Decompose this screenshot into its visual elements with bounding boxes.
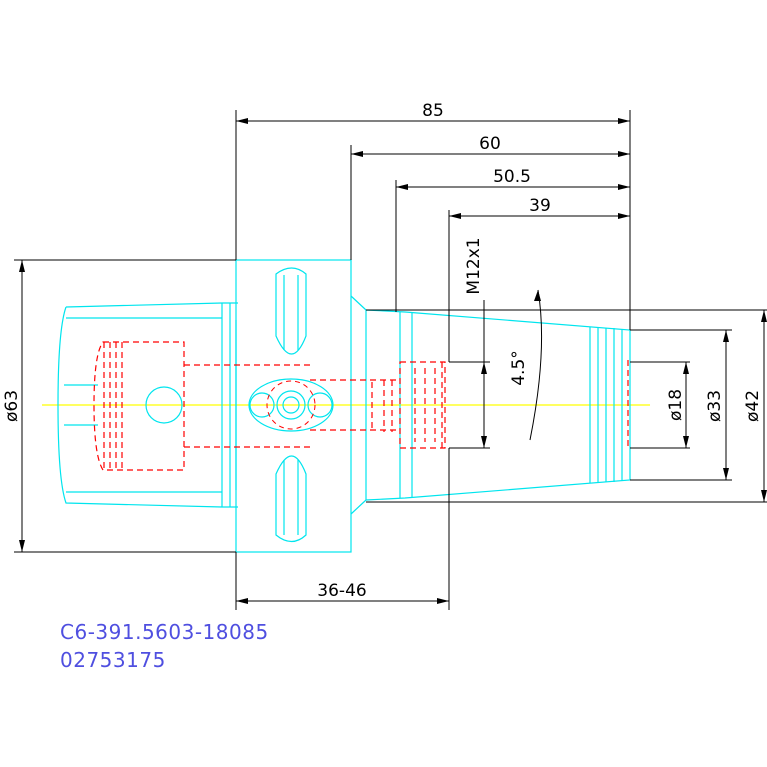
flange [235,259,352,553]
drive-slot-top [275,267,307,355]
arrowheads [19,118,767,604]
dim-dia-33-label: ø33 [705,390,725,422]
dim-dia-42-label: ø42 [743,390,763,422]
part-outline [57,259,631,553]
dim-dia-18-label: ø18 [666,389,686,421]
dimension-lines [14,110,767,610]
drive-slot-bottom [275,455,307,543]
thread-cavity [399,361,446,449]
dim-thread-label: M12x1 [464,237,484,294]
collet-recess [93,341,185,471]
hidden-lines [93,341,629,471]
dim-39-label: 39 [529,196,551,216]
dim-angle-label: 4.5° [509,350,529,386]
item-code: 02753175 [60,648,166,672]
dim-85-label: 85 [422,101,444,121]
dim-50-5-label: 50.5 [493,167,531,187]
dim-dia-63-label: ø63 [2,390,22,422]
dim-60-label: 60 [479,134,501,154]
shank-hole [145,386,183,424]
dim-36-46-label: 36-46 [317,581,366,601]
bore-hidden-circle [266,380,316,430]
part-number: C6-391.5603-18085 [60,620,269,644]
